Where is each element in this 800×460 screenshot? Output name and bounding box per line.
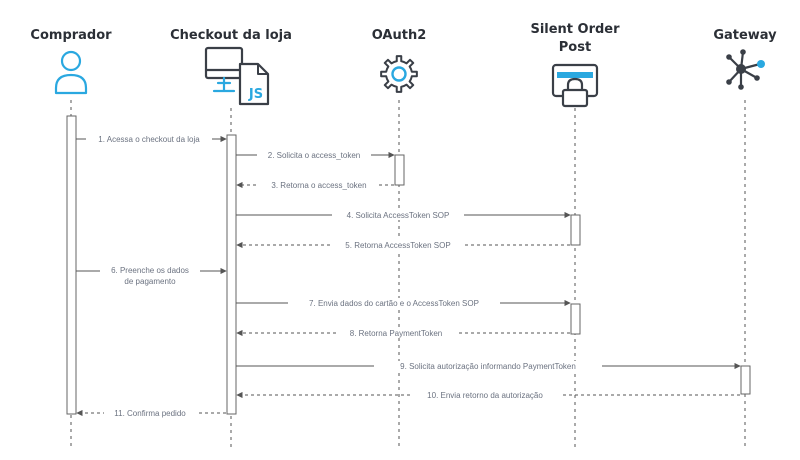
message-1: 1. Acessa o checkout da loja [76, 134, 227, 144]
message-6-label-line2: de pagamento [124, 277, 176, 286]
message-10-label: 10. Envia retorno da autorização [427, 391, 543, 400]
activation-oauth2-1 [394, 154, 405, 186]
activation-checkout [226, 134, 237, 415]
activation-sop-1 [570, 214, 581, 246]
participant-title-gateway: Gateway [713, 28, 777, 43]
gear-icon [380, 55, 418, 93]
message-7-label: 7. Envia dados do cartão e o AccessToken… [309, 299, 479, 308]
message-6-label-line1: 6. Preenche os dados [111, 266, 189, 275]
activation-sop-2 [570, 303, 581, 335]
participant-title-checkout: Checkout da loja [170, 28, 292, 43]
message-10: 10. Envia retorno da autorização [236, 390, 740, 400]
message-2-label: 2. Solicita o access_token [268, 151, 361, 160]
message-2: 2. Solicita o access_token [236, 150, 395, 160]
message-3-label: 3. Retorna o access_token [271, 181, 366, 190]
message-5: 5. Retorna AccessToken SOP [236, 240, 570, 250]
activation-gateway-1 [740, 365, 751, 395]
message-8-label: 8. Retorna PaymentToken [350, 329, 443, 338]
activation-comprador [66, 115, 77, 415]
card-lock-icon [551, 63, 599, 108]
message-9-label: 9. Solicita autorização informando Payme… [400, 362, 576, 371]
participant-title-oauth2: OAuth2 [372, 28, 427, 43]
message-4-label: 4. Solicita AccessToken SOP [347, 211, 450, 220]
message-9: 9. Solicita autorização informando Payme… [236, 361, 741, 371]
user-icon [54, 50, 88, 95]
message-7: 7. Envia dados do cartão e o AccessToken… [236, 298, 571, 308]
js-badge: JS [248, 87, 263, 102]
participant-title-sop-line2: Post [559, 40, 591, 55]
participant-title-comprador: Comprador [30, 28, 112, 43]
participant-title-sop-line1: Silent Order [530, 22, 620, 37]
message-1-label: 1. Acessa o checkout da loja [98, 135, 200, 144]
message-11-label: 11. Confirma pedido [114, 409, 186, 418]
message-8: 8. Retorna PaymentToken [236, 328, 570, 338]
network-hub-icon [726, 49, 765, 90]
message-5-label: 5. Retorna AccessToken SOP [345, 241, 450, 250]
monitor-js-icon: JS [204, 46, 270, 106]
message-3: 3. Retorna o access_token [236, 180, 394, 190]
message-4: 4. Solicita AccessToken SOP [236, 210, 571, 220]
message-6: 6. Preenche os dados de pagamento [76, 265, 227, 287]
message-11: 11. Confirma pedido [76, 408, 226, 418]
